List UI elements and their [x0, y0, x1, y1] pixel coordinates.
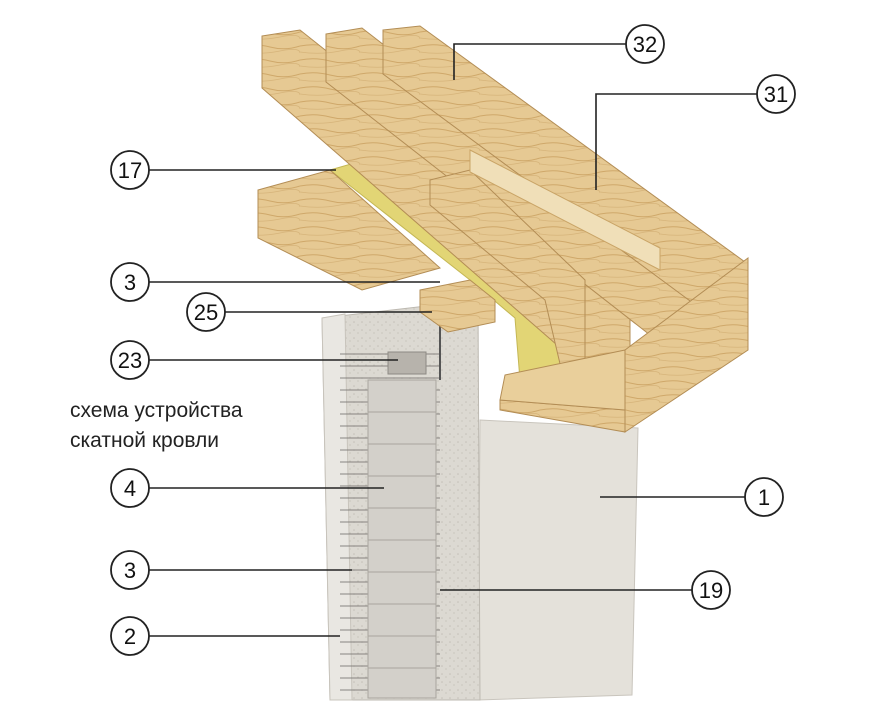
svg-text:17: 17	[118, 158, 142, 183]
callout-17: 17	[110, 150, 150, 190]
svg-text:3: 3	[124, 558, 136, 583]
svg-text:23: 23	[118, 348, 142, 373]
svg-text:32: 32	[633, 32, 657, 57]
callout-23: 23	[110, 340, 150, 380]
diagram-caption: схема устройства скатной кровли	[70, 396, 243, 456]
callout-1: 1	[744, 477, 784, 517]
callout-3-bottom: 3	[110, 550, 150, 590]
callout-19: 19	[691, 570, 731, 610]
leader-lines	[149, 43, 758, 637]
eaves-bottom	[499, 349, 626, 411]
callout-4: 4	[110, 468, 150, 508]
counter-batten	[469, 149, 661, 271]
callout-31: 31	[756, 74, 796, 114]
callout-3-top: 3	[110, 262, 150, 302]
svg-text:2: 2	[124, 624, 136, 649]
anchor-plate	[387, 351, 427, 375]
svg-text:3: 3	[124, 270, 136, 295]
gas-block-column	[367, 379, 437, 699]
callout-25: 25	[186, 292, 226, 332]
wall-render-face	[477, 419, 639, 701]
callout-2: 2	[110, 616, 150, 656]
callout-32: 32	[625, 24, 665, 64]
svg-text:1: 1	[758, 485, 770, 510]
caption-line-1: схема устройства	[70, 399, 243, 422]
lower-board	[257, 169, 442, 291]
caption-line-2: скатной кровли	[70, 429, 220, 452]
svg-text:31: 31	[764, 82, 788, 107]
svg-text:4: 4	[124, 476, 136, 501]
svg-text:19: 19	[699, 578, 723, 603]
svg-text:25: 25	[194, 300, 218, 325]
